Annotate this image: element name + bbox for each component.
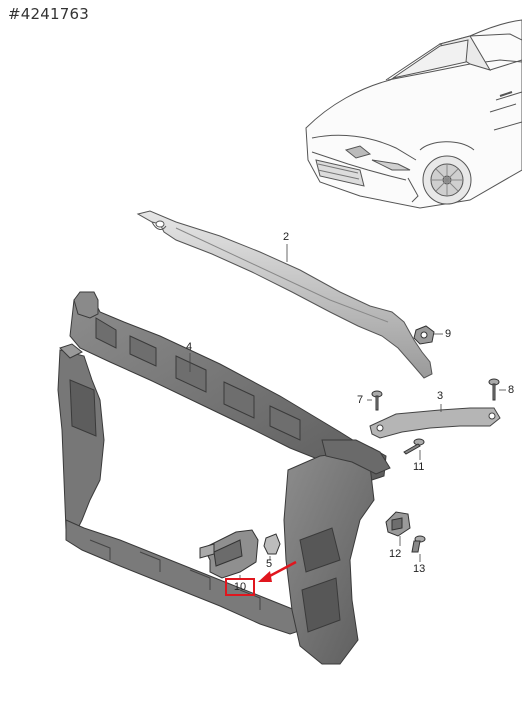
vehicle-illustration <box>305 19 522 209</box>
callout-4: 4 <box>186 341 193 353</box>
part-8-bolt <box>488 378 500 401</box>
part-2-upper-cross-member <box>136 210 433 379</box>
callout-8: 8 <box>508 384 515 396</box>
callout-12: 12 <box>389 548 402 560</box>
callout-10: 10 <box>233 581 247 593</box>
highlight-arrow <box>258 560 297 582</box>
callout-13: 13 <box>413 563 426 575</box>
callout-10-highlight-box: 10 <box>225 578 255 596</box>
callout-2: 2 <box>283 231 290 243</box>
callout-7: 7 <box>357 394 364 406</box>
part-4-front-end-carrier <box>57 291 391 665</box>
diagram-reference-number: #4241763 <box>8 5 89 23</box>
leader-lines <box>189 244 506 578</box>
callout-9: 9 <box>445 328 452 340</box>
part-5-clip <box>263 533 281 555</box>
part-10-bracket <box>199 529 259 579</box>
part-13-bolt <box>411 535 426 553</box>
part-3-support-strut <box>369 407 501 439</box>
part-7-bolt <box>371 390 383 411</box>
part-9-nut <box>413 325 435 345</box>
part-12-bracket <box>385 511 411 537</box>
callout-5: 5 <box>266 558 273 570</box>
callout-11: 11 <box>413 461 425 473</box>
callout-3: 3 <box>437 390 444 402</box>
part-11-bolt <box>403 438 425 455</box>
